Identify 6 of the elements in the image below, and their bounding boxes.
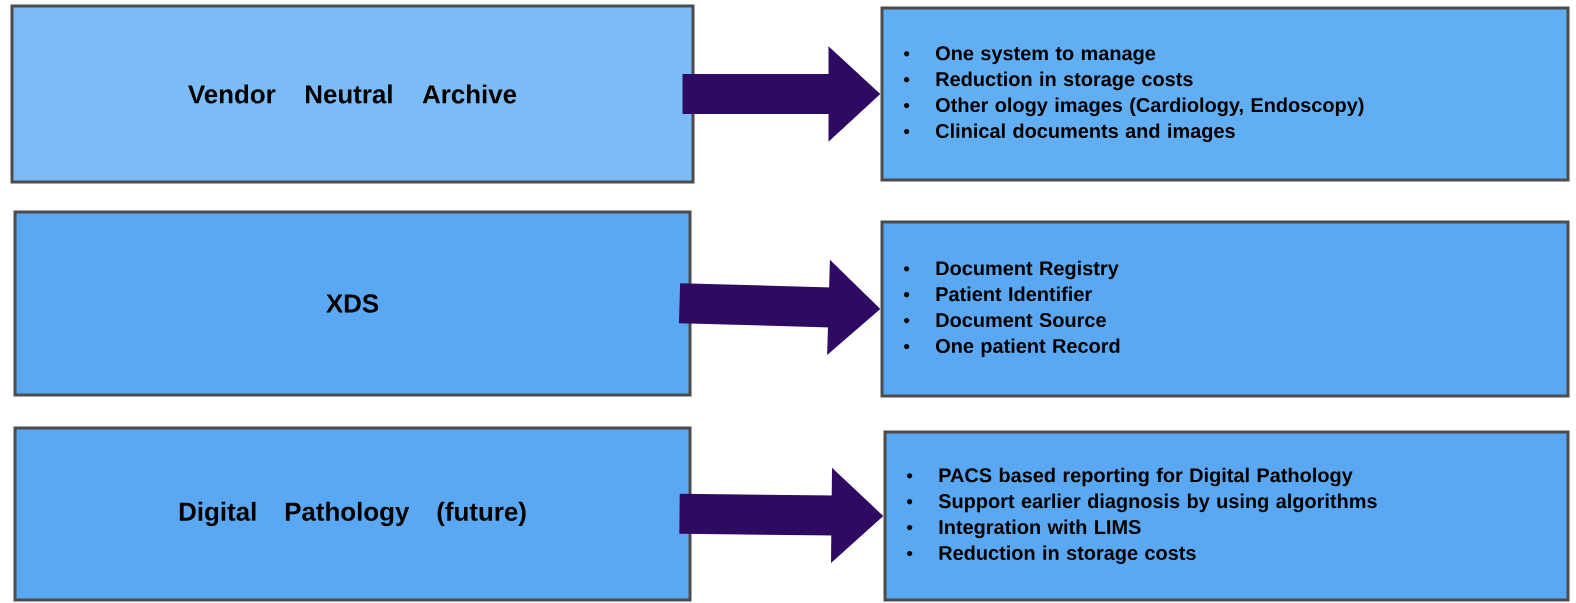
bullet-list-box: PACS based reporting for Digital Pathology Support earlier diagnosis by using algorithms Integration with LIMS Reduction in storage costs: [883, 430, 1570, 602]
title-box: Digital Pathology (future): [13, 426, 692, 602]
title-box: XDS: [13, 210, 692, 397]
title-box: Vendor Neutral Archive: [10, 4, 695, 184]
bullet-list-box: Document Registry Patient Identifier Document Source One patient Record: [880, 220, 1570, 398]
bullet-list-box: One system to manage Reduction in storage costs Other ology images (Cardiology, Endoscopy) Clinical documents and images: [880, 6, 1570, 182]
